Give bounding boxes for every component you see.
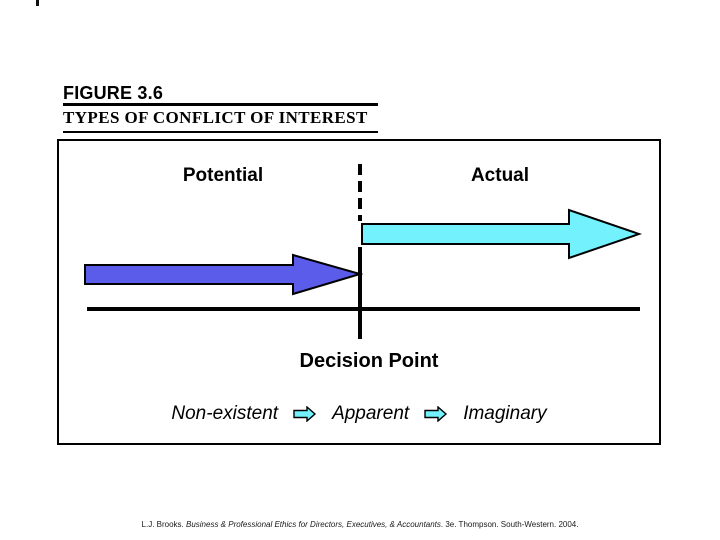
citation-author: L.J. Brooks. [141,520,186,529]
citation-book-title: Business & Professional Ethics for Direc… [185,520,441,529]
actual-arrow-icon [361,208,643,260]
conflict-diagram: Potential Actual Decision Point Non-exis… [57,139,661,445]
spectrum-right-arrow-shape [424,406,448,422]
spectrum-label-non-existent: Non-existent [171,403,279,424]
potential-arrow-icon [84,253,364,296]
spectrum-right-arrow-shape [293,406,317,422]
spectrum-label-apparent: Apparent [332,403,410,424]
diagram-canvas [84,164,643,339]
slide-title: TYPES OF CONFLICT OF INTEREST [63,108,368,127]
title-underline [63,131,378,133]
spectrum-right-arrow-icon [293,406,317,422]
decision-point-label: Decision Point [299,350,439,372]
figure-number: FIGURE 3.6 [63,83,164,103]
screen-edge-artifact [36,0,39,6]
spectrum-right-arrow-icon [424,406,448,422]
figure-underline [63,103,378,106]
spectrum-label-imaginary: Imaginary [463,403,547,424]
citation-footer: L.J. Brooks. Business & Professional Eth… [0,519,720,530]
actual-zone-label: Actual [470,165,530,186]
conflict-spectrum-row: Non-existent Apparent Imaginary [59,403,659,425]
potential-zone-label: Potential [182,165,264,186]
citation-publisher: . 3e. Thompson. South-Western. 2004. [440,520,579,529]
